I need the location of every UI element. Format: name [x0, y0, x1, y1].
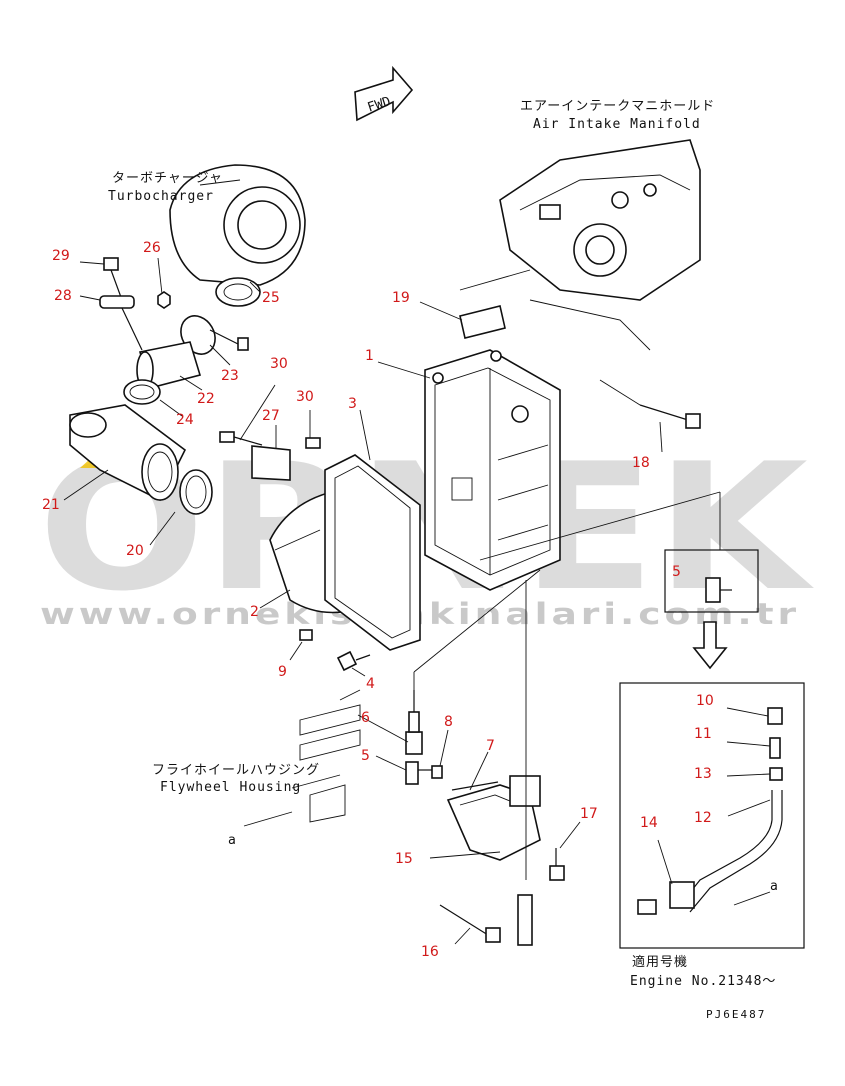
gasket-3	[324, 454, 421, 651]
callout-7: 7	[486, 738, 495, 754]
callout-9: 9	[278, 664, 287, 680]
callout-5: 5	[361, 748, 370, 764]
callout-3: 3	[348, 396, 357, 412]
bolt-4	[336, 650, 358, 672]
ref-a-left: a	[228, 833, 237, 848]
clamp-bolt	[209, 329, 241, 346]
callout-21: 21	[42, 497, 60, 513]
callout-12: 12	[694, 810, 712, 826]
callout-24: 24	[176, 412, 194, 428]
ring-20-inner	[185, 475, 207, 509]
gasket-3-inner	[334, 465, 411, 639]
bolt-30-a	[219, 431, 235, 443]
callout-29: 29	[52, 248, 70, 264]
callout-10: 10	[696, 693, 714, 709]
bracket-19	[459, 305, 506, 339]
fitting-5	[405, 761, 432, 785]
flywheel-label-en: Flywheel Housing	[160, 780, 301, 795]
manifold-label-jp: エアーインテークマニホールド	[520, 99, 715, 114]
turbo-label-jp: ターボチャージャ	[112, 171, 223, 186]
ring-24-inner	[129, 384, 155, 400]
callout-30-b: 30	[296, 389, 314, 405]
tube-21	[69, 404, 187, 502]
callout-11: 11	[694, 726, 712, 742]
bolt-9	[299, 629, 313, 641]
nut-8	[431, 765, 443, 779]
drawing-code: PJ6E487	[706, 1008, 766, 1021]
bolt-4-shaft	[355, 654, 371, 661]
applicable-label-jp: 適用号機	[632, 954, 688, 970]
engine-number-label: Engine No.21348～	[630, 974, 776, 989]
callout-8: 8	[444, 714, 453, 730]
callout-13: 13	[694, 766, 712, 782]
connector-line	[121, 307, 143, 351]
flywheel-housing	[299, 689, 361, 823]
plate-28	[99, 295, 135, 309]
callout-17: 17	[580, 806, 598, 822]
bracket-7	[446, 775, 541, 861]
callout-1: 1	[365, 348, 374, 364]
bolt-16	[439, 904, 501, 943]
flywheel-label-jp: フライホイールハウジング	[152, 763, 320, 778]
turbocharger	[169, 164, 306, 307]
bolt-30-b	[305, 437, 321, 449]
callout-4: 4	[366, 676, 375, 692]
bolt-29	[103, 257, 123, 301]
callout-20: 20	[126, 543, 144, 559]
manifold-label-en: Air Intake Manifold	[533, 117, 701, 132]
tube-segment	[517, 894, 533, 946]
ref-a-right: a	[770, 879, 779, 894]
callout-14: 14	[640, 815, 658, 831]
down-arrow-icon	[692, 621, 728, 670]
fitting-6	[405, 690, 423, 755]
duct-2-seam	[274, 529, 321, 551]
callout-15: 15	[395, 851, 413, 867]
callout-16: 16	[421, 944, 439, 960]
bolt-17	[549, 848, 565, 881]
clamp-bolt-head	[237, 337, 249, 351]
callout-23: 23	[221, 368, 239, 384]
fwd-arrow-icon: FWD	[354, 65, 414, 122]
callout-30-a: 30	[270, 356, 288, 372]
callout-2: 2	[250, 604, 259, 620]
pin-7	[451, 781, 499, 791]
callout-26: 26	[143, 240, 161, 256]
bracket-27	[251, 445, 291, 481]
ring-20	[179, 469, 213, 515]
tube-6-link	[413, 569, 541, 673]
callout-18: 18	[632, 455, 650, 471]
leader-18	[599, 379, 641, 406]
bolt-30-a-shaft	[233, 436, 263, 446]
bolt-18	[639, 404, 701, 429]
callout-6: 6	[361, 710, 370, 726]
callout-19: 19	[392, 290, 410, 306]
fwd-label: FWD	[366, 94, 393, 116]
callout-5-detail: 5	[672, 564, 681, 580]
callout-22: 22	[197, 391, 215, 407]
ring-24	[123, 379, 161, 405]
nut-26	[157, 291, 171, 309]
callout-25: 25	[262, 290, 280, 306]
detail-box-5	[479, 491, 759, 613]
callout-27: 27	[262, 408, 280, 424]
turbo-label-en: Turbocharger	[108, 189, 214, 204]
leader-lines	[63, 179, 771, 945]
text-labels: エアーインテークマニホールド Air Intake Manifold ターボチャ…	[108, 99, 779, 1021]
air-intake-manifold	[459, 139, 701, 351]
callouts: 1 2 3 4 5 5 6 7 8 9 10 11 12 13 14 15 16…	[42, 240, 714, 960]
aftercooler-1	[424, 349, 561, 591]
callout-28: 28	[54, 288, 72, 304]
